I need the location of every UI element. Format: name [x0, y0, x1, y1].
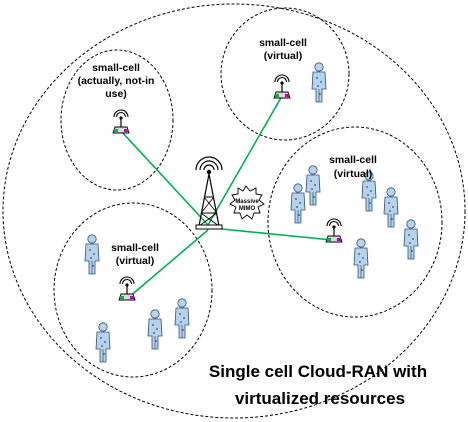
users: [84, 62, 419, 363]
link-to-top-left: [120, 130, 209, 226]
svg-text:(actually, not-in: (actually, not-in: [78, 75, 155, 87]
mimo-label-line2: MIMO: [239, 206, 256, 212]
mimo-label-line1: Massive: [235, 199, 259, 205]
svg-text:(virtual): (virtual): [116, 255, 155, 267]
small-cell-label-right: small-cell (virtual): [329, 154, 377, 180]
user-equipment: [174, 298, 190, 339]
svg-text:virtualized resources: virtualized resources: [235, 389, 405, 408]
user-equipment: [305, 165, 321, 206]
user-equipment: [353, 238, 369, 279]
small-cell-boundary-bottom-left: [53, 202, 213, 378]
user-equipment: [361, 171, 377, 212]
small-cell-bs-icon-bottom-left: [118, 276, 136, 301]
small-cell-boundary-right: [267, 126, 443, 318]
svg-text:small-cell: small-cell: [329, 154, 377, 166]
massive-mimo-badge: Massive MIMO: [229, 185, 265, 220]
small-cell-label-top-left: small-cell (actually, not-in use): [78, 62, 155, 100]
small-cell-bs-icon-top-left: [112, 109, 130, 134]
svg-text:small-cell: small-cell: [92, 62, 140, 74]
user-equipment: [147, 309, 163, 350]
user-equipment: [84, 234, 100, 275]
small-cell-bs-icons: [112, 74, 343, 301]
svg-text:Single cell Cloud-RAN with: Single cell Cloud-RAN with: [209, 362, 427, 381]
small-cell-label-bottom-left: small-cell (virtual): [111, 242, 159, 267]
diagram-title: Single cell Cloud-RAN with virtualized r…: [209, 362, 427, 408]
user-equipment: [403, 219, 419, 260]
small-cell-bs-icon-right: [325, 218, 343, 243]
user-equipment: [383, 187, 399, 228]
svg-text:use): use): [105, 88, 127, 100]
svg-text:small-cell: small-cell: [259, 37, 307, 49]
macro-cell-boundary: [2, 3, 466, 419]
user-equipment: [95, 322, 111, 363]
macro-tower-icon: [195, 156, 223, 230]
user-equipment: [290, 183, 306, 224]
svg-text:(virtual): (virtual): [334, 168, 373, 180]
svg-text:small-cell: small-cell: [111, 242, 159, 254]
link-to-right: [211, 227, 333, 241]
small-cell-label-top-right: small-cell (virtual): [259, 37, 307, 62]
link-to-bottom-left: [127, 229, 209, 299]
svg-text:(virtual): (virtual): [264, 50, 303, 62]
small-cell-boundary-top-right: [220, 7, 350, 141]
small-cell-boundary-top-left: [60, 49, 174, 191]
user-equipment: [311, 62, 327, 103]
small-cell-bs-icon-top-right: [273, 74, 291, 99]
link-to-top-right: [207, 95, 283, 226]
fronthaul-links: [120, 95, 333, 299]
